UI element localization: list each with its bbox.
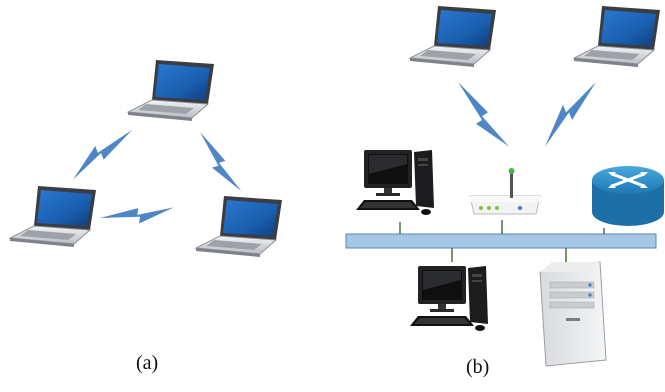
caption-a: (a): [136, 352, 159, 374]
laptop-icon: [573, 5, 661, 68]
laptop-icon: [9, 185, 97, 248]
lightning-link-icon: [73, 125, 132, 185]
adhoc-network: [9, 59, 283, 258]
wireless-access-point-icon: [469, 168, 541, 215]
network-bus: [345, 233, 657, 249]
laptop-icon: [409, 5, 497, 68]
lightning-link-icon: [191, 132, 251, 192]
lightning-link-icon: [545, 82, 596, 147]
desktop-computer-icon: [410, 266, 488, 331]
infrastructure-network: [345, 5, 664, 367]
laptop-icon: [127, 59, 215, 122]
laptop-icon: [195, 195, 283, 258]
router-icon: [592, 166, 664, 226]
server-tower-icon: [539, 261, 607, 367]
lightning-link-icon: [100, 176, 174, 250]
lightning-link-icon: [458, 82, 509, 147]
desktop-computer-icon: [356, 150, 434, 215]
caption-b: (b): [466, 356, 490, 378]
